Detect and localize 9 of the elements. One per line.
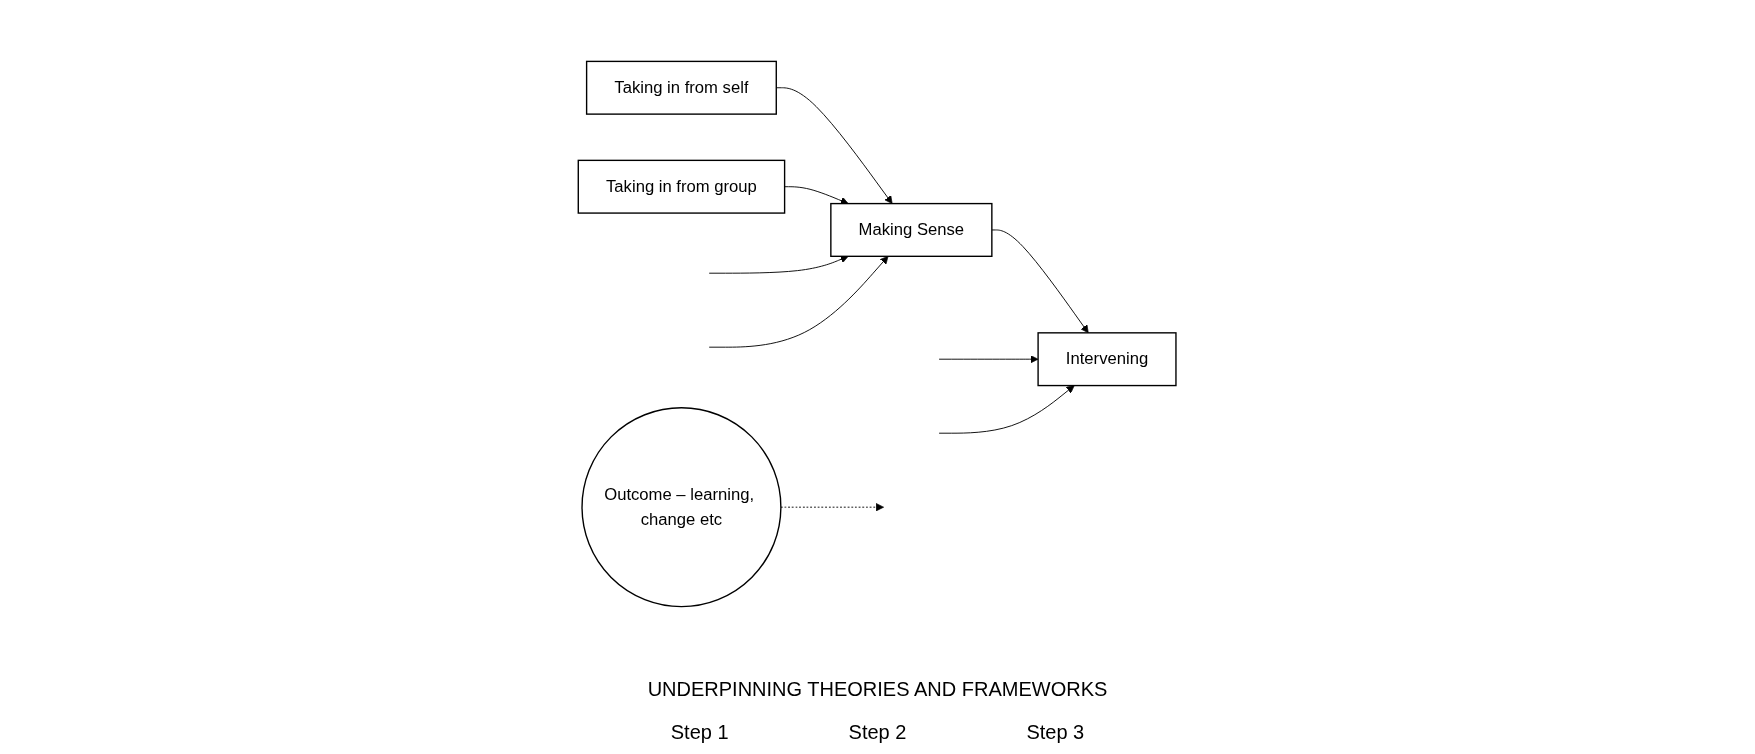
step-label: Step 1 xyxy=(670,721,729,744)
node-circle: Outcome – learning, change etc xyxy=(581,407,782,608)
node-box: Intervening xyxy=(1037,332,1178,387)
node-box: Taking in from self xyxy=(586,60,778,115)
step-label: Step 2 xyxy=(848,721,907,744)
step-label: Step 3 xyxy=(1026,721,1085,744)
node-box: Taking in from group xyxy=(577,159,786,214)
caption-text: UNDERPINNING THEORIES AND FRAMEWORKS xyxy=(646,678,1109,701)
node-box: Making Sense xyxy=(830,202,993,257)
